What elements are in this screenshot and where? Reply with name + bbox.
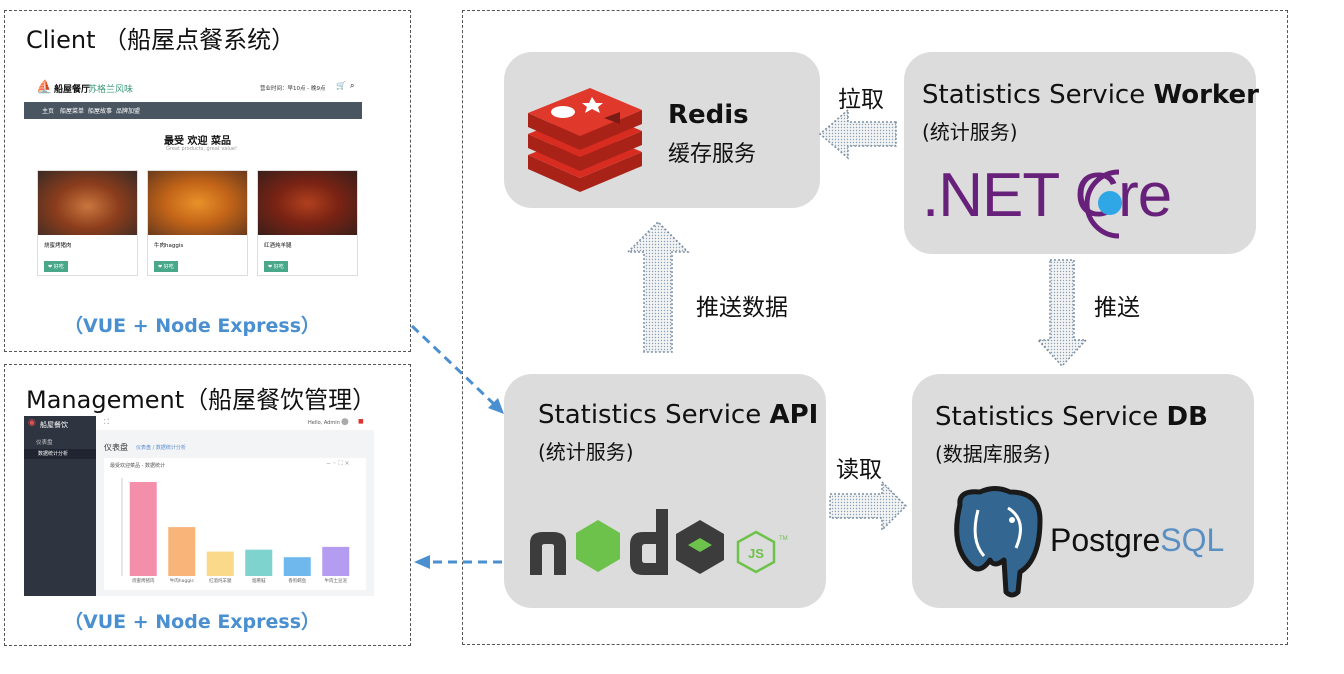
nodejs-logo-icon: JS TM [530,509,788,575]
panel-title: 最受欢迎菜品 - 数据统计 [110,463,165,469]
admin-brand: 船屋餐饮 [40,421,68,429]
chart-category-label: 香煎鳕鱼 [288,577,306,584]
management-title: Management（船屋餐饮管理） [26,386,377,414]
fullscreen-icon[interactable]: ⛶ [104,418,109,426]
menu-item-active[interactable]: 数据统计分析 [24,449,96,459]
api-sub: (统计服务) [538,440,634,464]
nav-item-franchise[interactable]: 品牌加盟 [116,108,141,115]
admin-sidebar: ◉ 船屋餐饮 仪表盘 数据统计分析 [24,416,96,596]
dish-photo [38,171,137,235]
read-arrow [829,480,908,532]
like-button[interactable]: ❤ 好吃 [264,261,288,272]
client-tech: （VUE + Node Express） [64,315,321,337]
breadcrumb[interactable]: 仪表盘 / 数据统计分析 [136,445,186,451]
pull-arrow [818,108,897,160]
api-to-management-connector [414,555,502,569]
cart-icon[interactable]: 🛒 [336,81,346,90]
like-button[interactable]: ❤ 好吃 [154,261,178,272]
admin-user[interactable]: Hello, Admin [308,420,340,426]
dish-card: 烧蜜烤猪肉 ❤ 好吃 [37,170,138,276]
nav-item-home[interactable]: 主页 [42,108,55,115]
redis-sub: 缓存服务 [668,142,757,167]
site-brand: 船屋餐厅 [54,85,91,95]
chart-bar[interactable] [129,482,157,576]
management-group [4,364,411,646]
nav-item-story[interactable]: 船屋故事 [88,108,113,115]
dish-photo [148,171,247,235]
chart-bar[interactable] [245,549,273,576]
admin-bar-chart: 烧蜜烤猪肉 牛肉haggis 红酒炖羊腿 烟熏鲑 香煎鳕鱼 牛肉土豆泥 [121,478,350,584]
dish-photo [258,171,357,235]
worker-node [904,52,1256,254]
site-navbar: 主页 船屋菜单 船屋故事 品牌加盟 [24,102,362,119]
site-subheading: Great products, great value! [166,146,237,152]
db-sub: (数据库服务) [935,442,1051,466]
edge-label-push-data: 推送数据 [696,295,788,321]
chart-category-label: 红酒炖羊腿 [209,577,232,584]
chart-bar[interactable] [283,557,311,576]
chart-bar[interactable] [168,527,196,576]
node-js-text: JS [748,546,764,561]
boat-logo-icon: ⛵ [36,80,53,95]
chart-category-label: 烟熏鲑 [252,577,266,584]
like-button[interactable]: ❤ 好吃 [44,261,68,272]
api-title: Statistics Service API [538,400,819,430]
menu-item-stats: 数据统计分析 [38,451,69,457]
admin-logo-icon: ◉ [28,418,36,428]
client-title: Client （船屋点餐系统） [26,26,296,54]
backend-group [462,10,1288,645]
edge-label-push: 推送 [1094,295,1140,321]
menu-group-dashboard[interactable]: 仪表盘 [36,440,53,446]
redis-logo-icon [528,88,642,192]
management-tech: （VUE + Node Express） [64,611,321,633]
edge-label-read: 读取 [836,457,882,483]
edge-label-pull: 拉取 [838,87,884,113]
worker-title: Statistics Service Worker [922,80,1259,110]
postgresql-elephant-icon [954,486,1043,598]
site-brand-sub: 苏格兰风味 [88,85,134,95]
chart-category-label: 烧蜜烤猪肉 [132,577,155,584]
dish-card: 红酒炖羊腿 ❤ 好吃 [257,170,358,276]
push-arrow [1036,259,1088,368]
admin-page-title: 仪表盘 [104,443,128,452]
chart-category-label: 牛肉土豆泥 [325,577,348,584]
client-screenshot: ⛵ 船屋餐厅 苏格兰风味 营业时间：早10点 - 晚9点 🛒 ⌕ 主页 船屋菜单… [24,72,362,286]
admin-topbar: ⛶ Hello, Admin ● ■ [96,416,374,430]
flag-icon[interactable]: ■ [358,418,364,425]
dish-name: 烧蜜烤猪肉 [44,243,72,249]
redis-title: Redis [668,100,749,130]
search-icon[interactable]: ⌕ [350,81,355,90]
db-title: Statistics Service DB [935,402,1208,432]
worker-sub: (统计服务) [922,120,1018,144]
dish-name: 红酒炖羊腿 [264,243,292,249]
panel-tools-icon[interactable]: − ◦ ⛶ × [326,460,350,467]
chart-bar[interactable] [322,546,350,576]
chart-category-label: 牛肉haggis [170,577,195,584]
avatar[interactable]: ● [341,417,349,427]
push-data-arrow [626,220,690,353]
postgresql-logo-text: PostgreSQL [1050,522,1225,558]
client-to-api-connector [410,324,504,414]
site-heading: 最受 欢迎 菜品 [164,136,231,147]
node-tm-text: TM [779,536,788,542]
nav-item-menu[interactable]: 船屋菜单 [60,108,85,115]
dotnet-core-ring-icon [1084,169,1122,239]
site-hours: 营业时间：早10点 - 晚9点 [260,86,326,92]
dish-name: 牛肉haggis [154,243,184,249]
dish-card: 牛肉haggis ❤ 好吃 [147,170,248,276]
client-group [4,10,411,352]
chart-bar[interactable] [206,551,234,576]
